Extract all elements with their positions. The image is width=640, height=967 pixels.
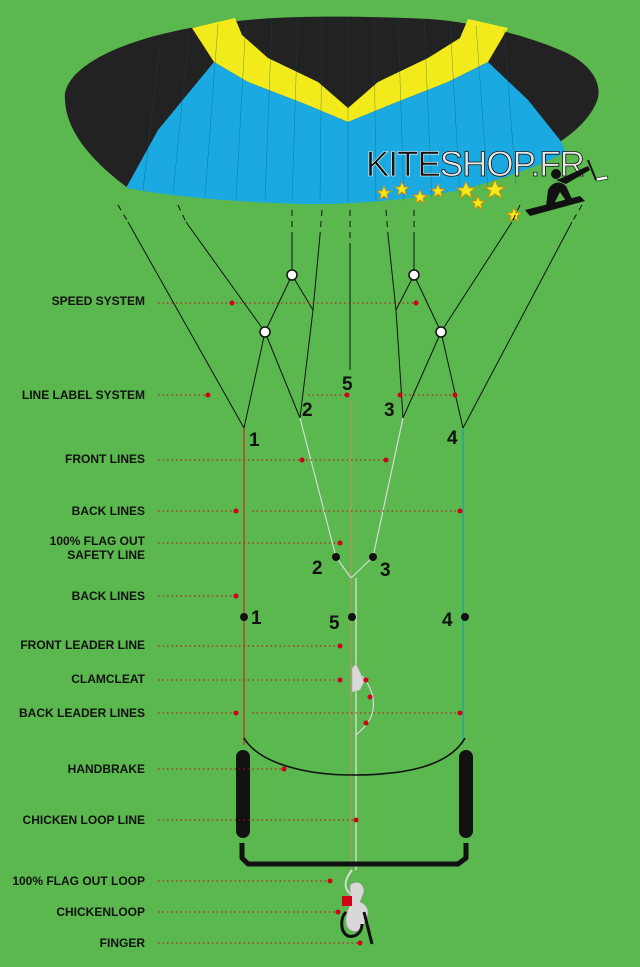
leader-dots xyxy=(205,300,463,946)
svg-text:KITESHOP.FR: KITESHOP.FR xyxy=(366,145,584,184)
kiteshop-logo: KITESHOP.FR xyxy=(366,145,609,222)
pulley-right-upper xyxy=(408,269,420,281)
label-handbrake: HANDBRAKE xyxy=(68,762,145,776)
line-number-2-upper: 2 xyxy=(302,400,313,421)
label-back-lines-top: BACK LINES xyxy=(72,504,145,518)
pulley-left-upper xyxy=(286,269,298,281)
line-number-5-upper: 5 xyxy=(342,374,353,395)
finger-icon xyxy=(362,911,374,945)
label-clamcleat: CLAMCLEAT xyxy=(71,672,145,686)
bar-float-left xyxy=(236,750,250,838)
bar-body xyxy=(239,843,469,867)
label-flag-out-safety-line-2: SAFETY LINE xyxy=(67,548,145,562)
chickenloop-body-icon xyxy=(345,882,369,932)
bar-float-right xyxy=(459,750,473,838)
part-labels: SPEED SYSTEM LINE LABEL SYSTEM FRONT LIN… xyxy=(12,294,145,950)
pulley-right-lower xyxy=(435,326,447,338)
leader-dotted-lines xyxy=(158,302,460,944)
front-line-right xyxy=(350,417,404,579)
pulley-left-lower xyxy=(259,326,271,338)
line-number-2-middle: 2 xyxy=(312,558,323,579)
logo-stars-icon xyxy=(375,178,523,222)
clamcleat-icon xyxy=(351,663,365,693)
label-speed-system: SPEED SYSTEM xyxy=(52,294,145,308)
line-number-4-lower: 4 xyxy=(442,610,453,631)
canopy-cells xyxy=(142,16,517,203)
kite-canopy xyxy=(64,16,599,205)
label-front-leader-line: FRONT LEADER LINE xyxy=(20,638,145,652)
label-chicken-loop-line: CHICKEN LOOP LINE xyxy=(23,813,145,827)
flying-lines xyxy=(243,400,464,870)
control-bar xyxy=(236,737,473,867)
label-flag-out-safety-line-1: 100% FLAG OUT xyxy=(50,534,146,548)
chicken-loop-assembly xyxy=(340,869,374,945)
label-front-lines: FRONT LINES xyxy=(65,452,145,466)
line-number-1-upper: 1 xyxy=(249,430,260,451)
line-number-3-upper: 3 xyxy=(384,400,395,421)
front-line-left xyxy=(299,417,352,579)
logo-shop-text: SHOP xyxy=(440,145,535,184)
label-chickenloop: CHICKENLOOP xyxy=(56,905,145,919)
line-number-1-lower: 1 xyxy=(251,608,262,629)
quick-release-icon xyxy=(342,896,352,906)
label-line-label-system: LINE LABEL SYSTEM xyxy=(22,388,145,402)
bridle-lines xyxy=(117,204,583,429)
label-back-leader-lines: BACK LEADER LINES xyxy=(19,706,145,720)
chickenloop-ring-icon xyxy=(340,910,364,938)
flag-out-loop xyxy=(344,869,353,898)
line-number-3-middle: 3 xyxy=(380,560,391,581)
pulleys xyxy=(259,269,447,338)
line-knots xyxy=(240,553,469,621)
canopy-blue xyxy=(126,62,566,205)
label-finger: FINGER xyxy=(100,936,146,950)
logo-kite-text: KITE xyxy=(366,145,440,184)
label-flag-out-loop: 100% FLAG OUT LOOP xyxy=(12,874,145,888)
line-number-5-lower: 5 xyxy=(329,613,340,634)
kiteboarder-silhouette-icon xyxy=(525,159,609,216)
label-back-lines-bottom: BACK LINES xyxy=(72,589,145,603)
line-number-4-upper: 4 xyxy=(447,428,458,449)
handbrake-line xyxy=(243,737,466,776)
line-numbers: 1 2 5 3 4 2 3 1 5 4 xyxy=(249,374,458,634)
